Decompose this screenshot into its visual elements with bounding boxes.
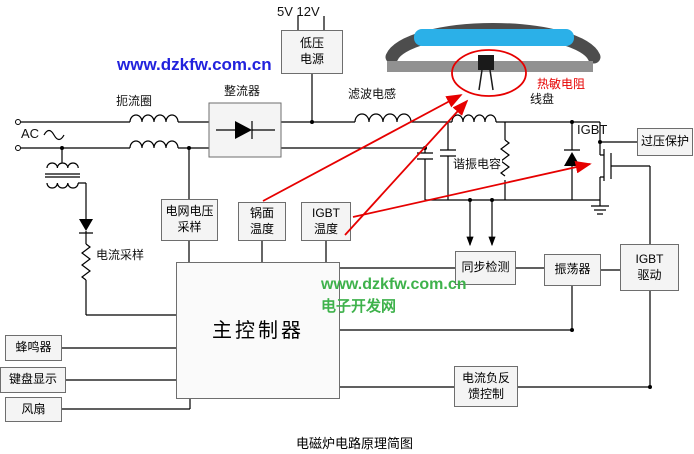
coil-mount-bracket (387, 61, 593, 72)
filter-capacitor-symbol (417, 148, 433, 200)
divider-resistor-symbol (500, 122, 510, 200)
label-thermistor: 热敏电阻 (537, 77, 586, 91)
coil-plate-symbol (451, 114, 497, 123)
watermark-green-name: 电子开发网 (321, 298, 397, 315)
block-overvoltage-protection: 过压保护 (637, 128, 693, 156)
sense-diode (79, 219, 93, 231)
mains-rails (21, 121, 600, 149)
ac-terminals (15, 119, 21, 151)
block-pot-surface-temperature: 锅面 温度 (238, 202, 286, 241)
label-ac: AC (21, 126, 40, 141)
rectifier-diode-leads (216, 121, 275, 139)
block-fan: 风扇 (5, 397, 62, 422)
block-oscillator: 振荡器 (544, 254, 601, 286)
ac-sine-icon (43, 129, 65, 141)
block-sync-detection: 同步检测 (455, 251, 516, 285)
watermark-green-site: www.dzkfw.com.cn (321, 276, 467, 293)
label-current-sampling: 电流采样 (96, 248, 145, 262)
rectifier-diode (235, 121, 252, 139)
block-grid-voltage-sampling: 电网电压 采样 (161, 199, 218, 241)
watermark-blue-site: www.dzkfw.com.cn (117, 55, 272, 74)
ground-symbol (591, 200, 609, 215)
coil-blue-ring (414, 29, 574, 46)
label-igbt: IGBT (577, 122, 608, 137)
block-low-voltage-supply: 低压 电源 (281, 30, 343, 74)
label-resonant-capacitor: 谐振电容 (452, 157, 503, 172)
rectifier-box (208, 102, 282, 158)
arrow-pot-temp-to-thermistor (262, 94, 463, 202)
block-igbt-drive: IGBT 驱动 (620, 244, 679, 291)
block-keyboard-display: 键盘显示 (0, 367, 66, 393)
choke-coil-symbol (129, 114, 179, 149)
arrow-igbt-temp-to-igbt (352, 160, 592, 218)
block-current-negative-feedback: 电流负反 馈控制 (454, 366, 518, 407)
label-supply-rails: 5V 12V (277, 4, 320, 19)
thermistor-component (478, 55, 494, 91)
block-main-controller: 主控制器 (176, 262, 340, 399)
label-rectifier: 整流器 (224, 84, 261, 98)
filter-inductor-symbol (354, 113, 412, 123)
diagram-title: 电磁炉电路原理简图 (296, 436, 414, 451)
block-igbt-temperature: IGBT 温度 (301, 202, 351, 241)
arrow-to-thermistor-2 (344, 99, 469, 236)
block-buzzer: 蜂鸣器 (5, 335, 62, 361)
thermistor-highlight-ellipse (451, 49, 527, 97)
transformer-symbol (45, 148, 87, 219)
label-coil-plate: 线盘 (530, 92, 555, 106)
label-filter-inductor: 滤波电感 (348, 87, 397, 101)
freewheel-diode (564, 152, 580, 166)
sense-diode-leads (79, 231, 93, 244)
coil-housing-arc (385, 22, 601, 64)
label-choke-coil: 扼流圈 (116, 94, 153, 108)
